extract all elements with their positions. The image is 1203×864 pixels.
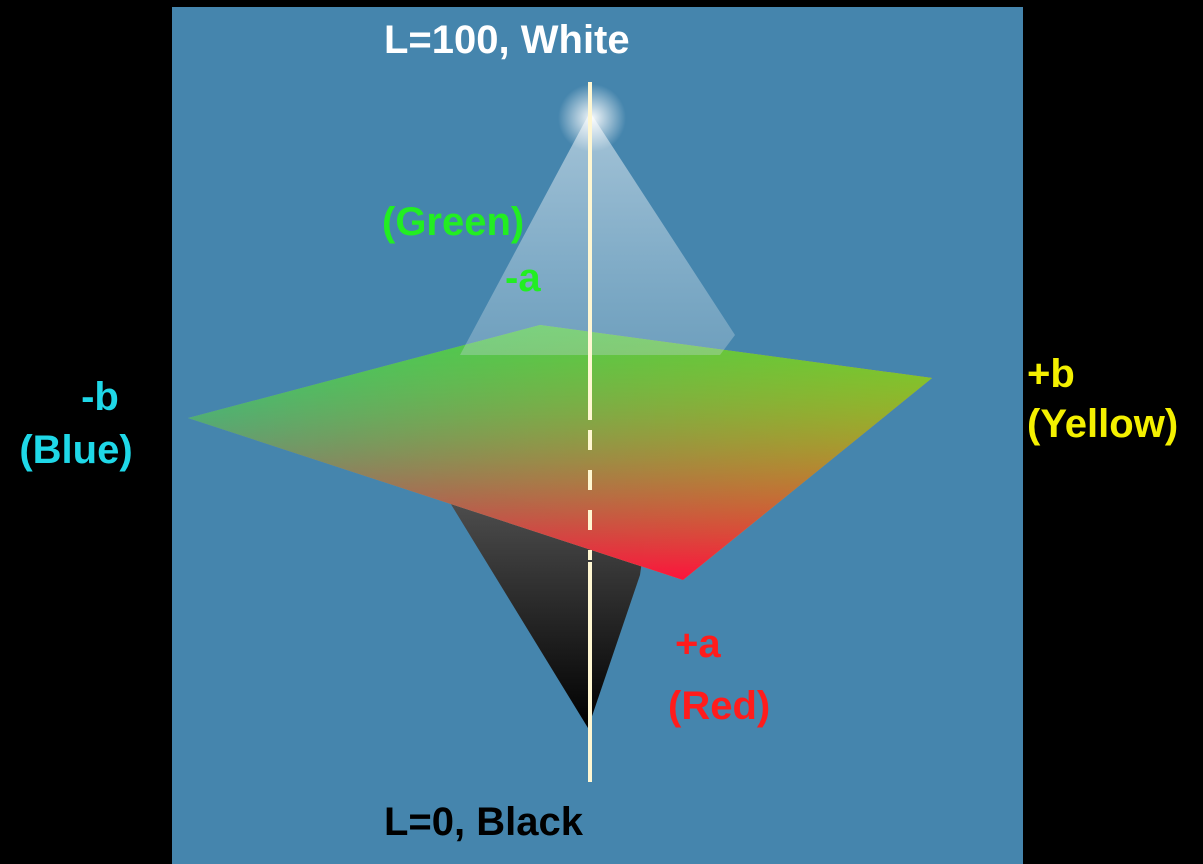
red-axis-label: +a [675, 622, 721, 666]
red-name-label: (Red) [668, 684, 771, 728]
green-name-label: (Green) [382, 200, 525, 244]
blue-name-label: (Blue) [19, 428, 133, 472]
yellow-name-label: (Yellow) [1027, 402, 1179, 446]
green-axis-label: -a [505, 256, 541, 300]
blue-axis-label: -b [81, 375, 119, 419]
bottom-label: L=0, Black [384, 800, 584, 844]
white-cone [460, 112, 735, 355]
top-label: L=100, White [384, 18, 630, 62]
color-plane [188, 325, 932, 580]
yellow-axis-label: +b [1027, 352, 1075, 396]
